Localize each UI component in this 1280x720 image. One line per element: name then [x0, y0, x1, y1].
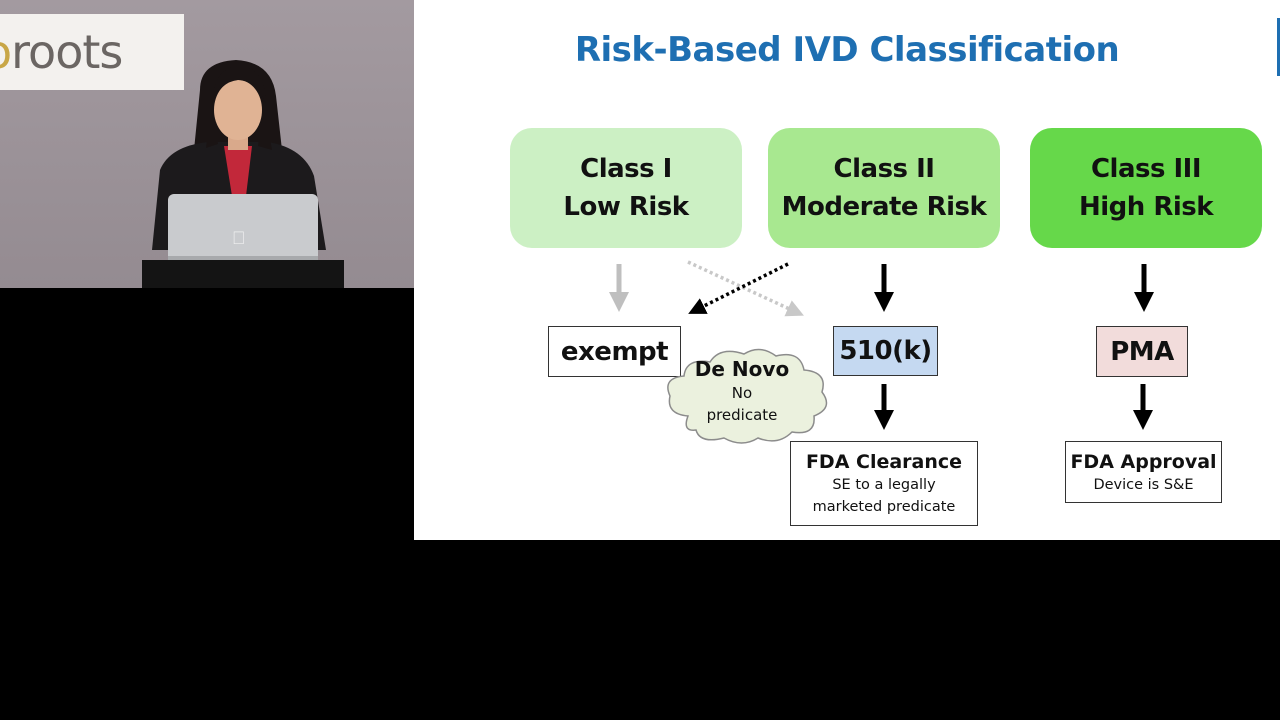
class-ii-box: Class II Moderate Risk — [768, 128, 1000, 248]
class-i-risk: Low Risk — [563, 192, 689, 222]
class-iii-box: Class III High Risk — [1030, 128, 1262, 248]
fda-clearance-line1: SE to a legally — [832, 477, 936, 493]
class-iii-risk: High Risk — [1078, 192, 1214, 222]
de-novo-title: De Novo — [694, 357, 790, 381]
class-ii-risk: Moderate Risk — [781, 192, 987, 222]
flow-arrows — [609, 260, 1154, 430]
fda-clearance-line2: marketed predicate — [812, 499, 956, 515]
fda-clearance-title: FDA Clearance — [805, 451, 963, 473]
class-i-label: Class I — [580, 154, 672, 184]
slide-title: Risk-Based IVD Classification — [574, 30, 1120, 70]
de-novo-text: De Novo No predicate — [658, 356, 826, 426]
de-novo-line2: predicate — [706, 406, 778, 424]
presenter-video: oroots  — [0, 0, 414, 288]
logo-text: oroots — [0, 25, 123, 79]
de-novo-cloud — [667, 348, 828, 444]
slide-edge-accent — [1277, 18, 1280, 76]
class-iii-label: Class III — [1090, 154, 1202, 184]
fda-approval-title: FDA Approval — [1070, 451, 1217, 473]
arrow-class-i-510k-dotted — [687, 260, 804, 317]
arrow-class-ii-exempt-dotted — [688, 262, 789, 314]
slide: Risk-Based IVD Classification Class I Lo… — [414, 0, 1280, 540]
pma-box: PMA — [1096, 326, 1188, 377]
backdrop-logo: oroots — [0, 14, 184, 90]
presenter-figure — [142, 60, 344, 288]
fda-approval-line1: Device is S&E — [1093, 477, 1194, 493]
class-ii-label: Class II — [833, 154, 935, 184]
510k-box: 510(k) — [833, 326, 938, 376]
fda-approval-box: FDA Approval Device is S&E — [1065, 441, 1222, 503]
class-i-box: Class I Low Risk — [510, 128, 742, 248]
de-novo-line1: No — [731, 384, 753, 402]
apple-logo-icon:  — [232, 228, 246, 249]
fda-clearance-box: FDA Clearance SE to a legally marketed p… — [790, 441, 978, 526]
exempt-box: exempt — [548, 326, 681, 377]
